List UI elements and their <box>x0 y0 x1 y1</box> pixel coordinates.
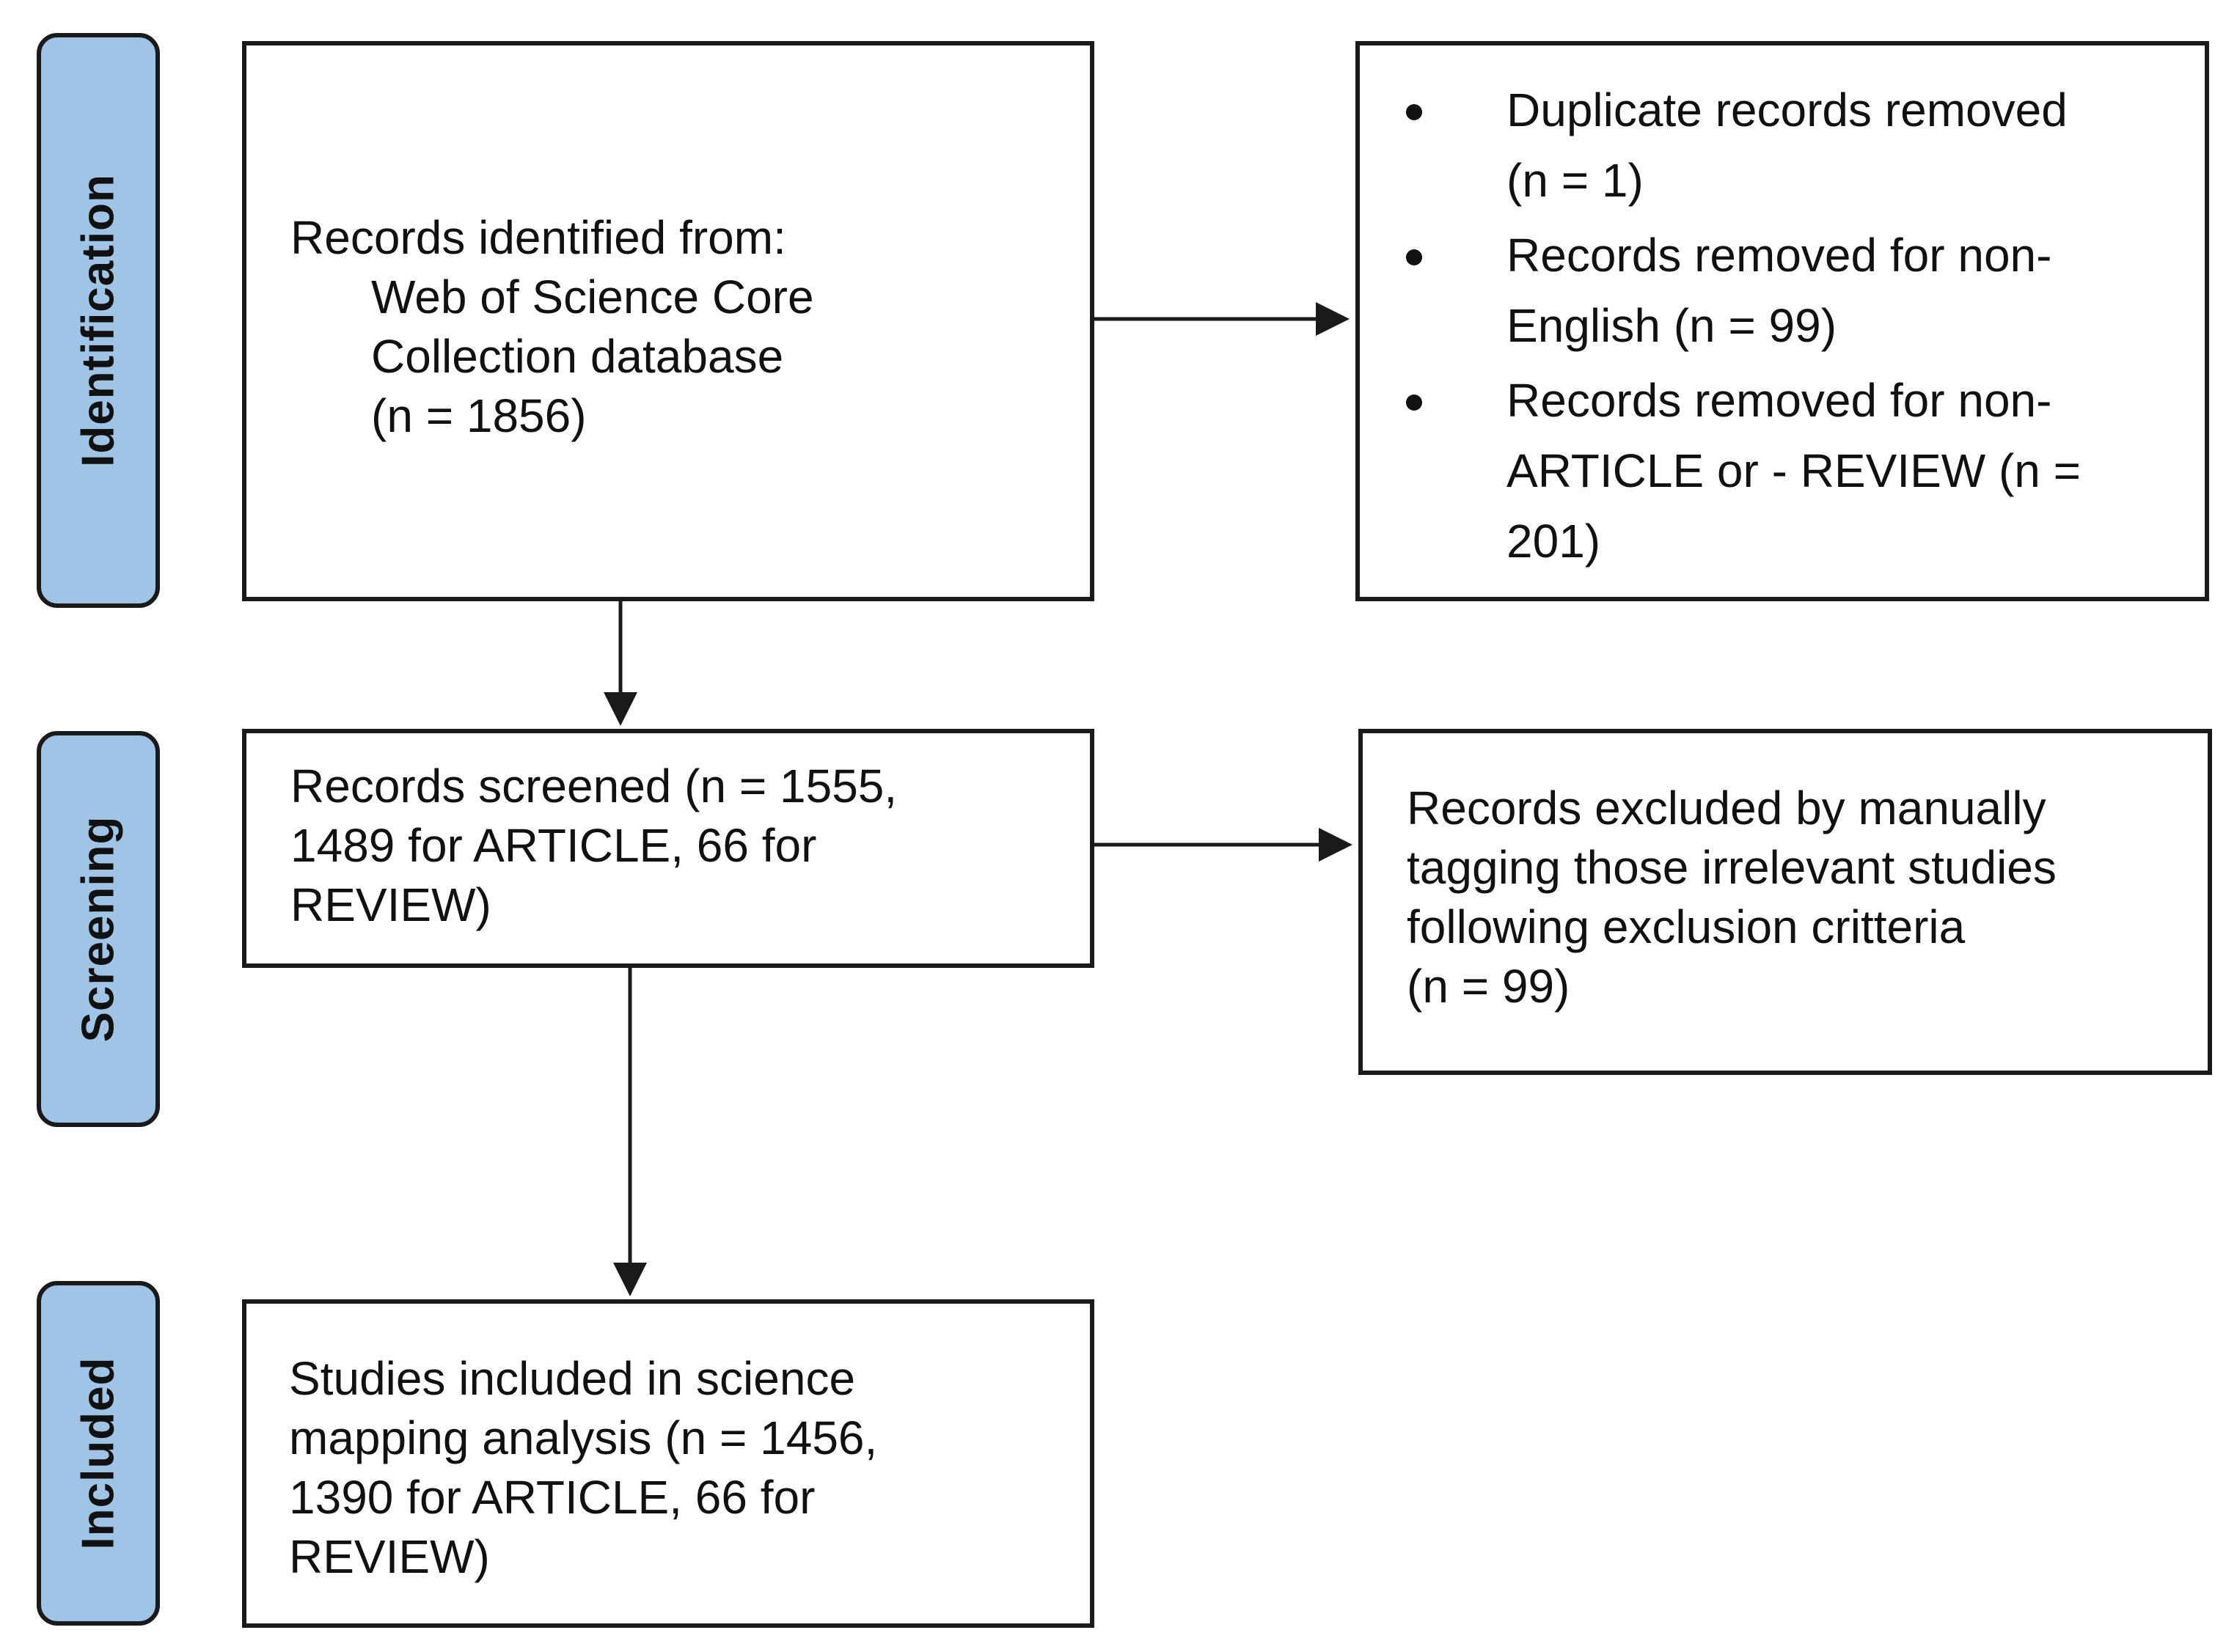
removed-item-non-english-line2: English (n = 99) <box>1506 299 1837 352</box>
arrow-screened-to-included-head <box>613 1263 647 1296</box>
stage-label-screening: Screening <box>37 731 160 1127</box>
studies-included-box: Studies included in science mapping anal… <box>242 1299 1094 1628</box>
records-removed-list: Duplicate records removed (n = 1) Record… <box>1400 75 2081 581</box>
records-excluded-box: Records excluded by manually tagging tho… <box>1358 729 2212 1075</box>
removed-item-non-article-line1: Records removed for non- <box>1506 374 2052 427</box>
arrow-screened-to-excluded-head <box>1319 828 1352 862</box>
removed-item-duplicates: Duplicate records removed (n = 1) <box>1400 75 2081 216</box>
records-screened-line1: Records screened (n = 1555, <box>290 760 898 812</box>
removed-item-non-english: Records removed for non- English (n = 99… <box>1400 220 2081 361</box>
records-screened-line3: REVIEW) <box>290 878 491 931</box>
removed-item-non-article: Records removed for non- ARTICLE or - RE… <box>1400 365 2081 576</box>
removed-item-duplicates-line2: (n = 1) <box>1506 154 1644 207</box>
records-excluded-line3: following exclusion critteria <box>1407 900 1966 953</box>
records-removed-box: Duplicate records removed (n = 1) Record… <box>1355 41 2209 601</box>
records-excluded-line2: tagging those irrelevant studies <box>1407 841 2057 894</box>
records-identified-box: Records identified from: Web of Science … <box>242 41 1094 601</box>
records-identified-line1: Records identified from: <box>290 211 786 264</box>
stage-label-included: Included <box>37 1281 160 1626</box>
studies-included-line1: Studies included in science <box>289 1352 856 1405</box>
records-identified-line4: (n = 1856) <box>371 389 587 442</box>
records-excluded-line1: Records excluded by manually <box>1407 782 2046 834</box>
records-excluded-line4: (n = 99) <box>1407 960 1570 1013</box>
stage-label-identification: Identification <box>37 33 160 608</box>
removed-item-non-article-line3: 201) <box>1506 515 1601 568</box>
removed-item-non-english-line1: Records removed for non- <box>1506 229 2052 282</box>
records-screened-box: Records screened (n = 1555, 1489 for ART… <box>242 729 1094 968</box>
arrow-identified-to-screened-head <box>604 692 637 726</box>
studies-included-line2: mapping analysis (n = 1456, <box>289 1411 878 1464</box>
arrow-identified-to-removed-head <box>1316 302 1350 336</box>
removed-item-duplicates-line1: Duplicate records removed <box>1506 84 2068 136</box>
records-identified-line3: Collection database <box>371 330 784 383</box>
removed-item-non-article-line2: ARTICLE or - REVIEW (n = <box>1506 444 2081 497</box>
studies-included-line3: 1390 for ARTICLE, 66 for <box>289 1471 816 1524</box>
records-identified-line2: Web of Science Core <box>371 271 814 323</box>
studies-included-line4: REVIEW) <box>289 1530 490 1583</box>
records-screened-line2: 1489 for ARTICLE, 66 for <box>290 819 817 872</box>
